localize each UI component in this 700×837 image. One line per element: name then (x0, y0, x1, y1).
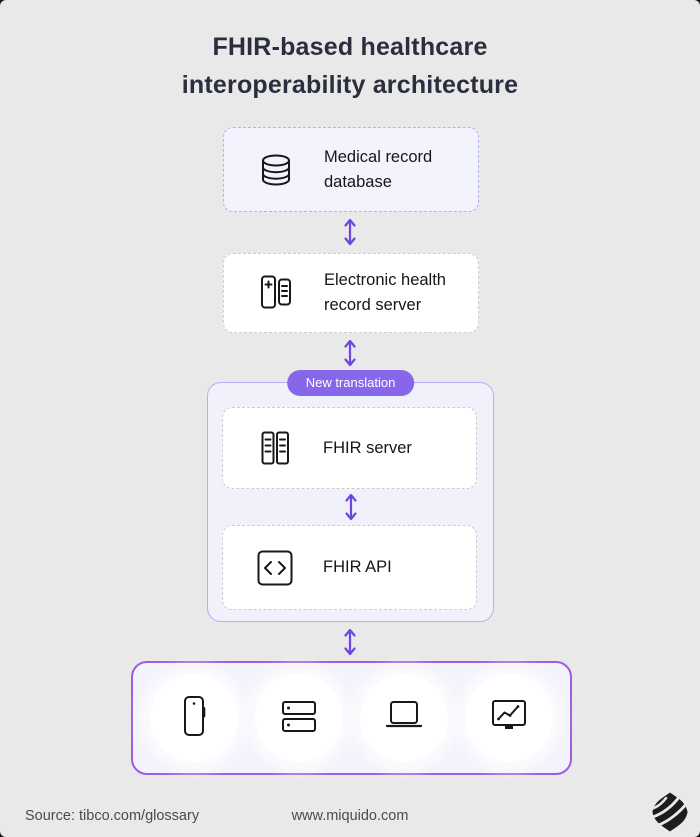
smartphone-icon (171, 693, 217, 744)
footer-source: Source: tibco.com/glossary (25, 808, 200, 824)
devices-panel (131, 661, 572, 775)
translation-container: New translation FHIR server (207, 370, 494, 622)
laptop-icon (381, 693, 427, 744)
footer-website: www.miquido.com (291, 808, 409, 824)
page-title-line-2: interoperability architecture (181, 71, 519, 99)
device-circle (465, 674, 553, 762)
new-translation-badge: New translation (286, 370, 415, 396)
device-circle (360, 674, 448, 762)
double-arrow-icon (342, 217, 358, 247)
node-medical-record-database: Medical record database (223, 127, 479, 212)
page-title-line-1: FHIR-based healthcare (212, 33, 488, 61)
double-arrow-icon (342, 338, 358, 368)
device-circle (255, 674, 343, 762)
node-label: Electronic health record server (324, 271, 446, 314)
miquido-logo (651, 791, 689, 833)
double-arrow-icon (342, 627, 358, 657)
node-ehr-server: Electronic health record server (223, 253, 479, 333)
node-label: Medical record database (324, 147, 433, 191)
node-fhir-api: FHIR API (222, 525, 477, 610)
code-brackets-icon (253, 546, 297, 590)
server-racks-icon (253, 426, 297, 470)
node-fhir-server: FHIR server (222, 407, 477, 489)
ehr-records-icon (254, 271, 298, 315)
database-icon (254, 148, 298, 192)
device-circle (150, 674, 238, 762)
double-arrow-icon (343, 492, 359, 522)
node-label: FHIR server (323, 438, 412, 457)
node-label: FHIR API (323, 558, 392, 576)
server-stack-icon (276, 693, 322, 744)
monitor-chart-icon (486, 693, 532, 744)
page-title: FHIR-based healthcare interoperability a… (0, 28, 700, 104)
